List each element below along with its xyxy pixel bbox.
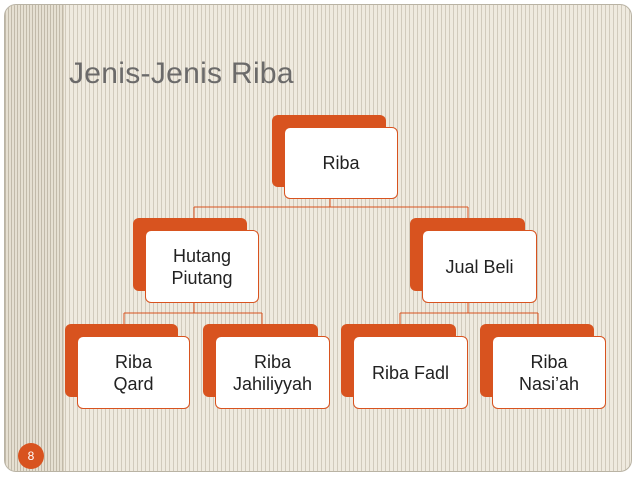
node-box: Riba Fadl	[353, 336, 468, 409]
node-label: Riba Jahiliyyah	[232, 351, 313, 394]
node-label: Riba Qard	[113, 351, 154, 394]
node-box: Riba Nasi’ah	[492, 336, 606, 409]
node-box: Jual Beli	[422, 230, 537, 303]
node-riba-fadl: Riba Fadl	[341, 324, 468, 409]
node-riba-nasiah: Riba Nasi’ah	[480, 324, 606, 409]
page-number-badge: 8	[18, 443, 44, 469]
node-label: Riba	[322, 153, 360, 173]
node-riba-root: Riba	[272, 115, 398, 199]
node-box: Riba	[284, 127, 398, 199]
node-jual-beli: Jual Beli	[410, 218, 537, 303]
node-label: Riba Nasi’ah	[518, 351, 580, 394]
node-hutang-piutang: Hutang Piutang	[133, 218, 259, 303]
node-label: Riba Fadl	[371, 362, 450, 383]
node-box: Riba Qard	[77, 336, 190, 409]
node-riba-qard: Riba Qard	[65, 324, 190, 409]
connector-lines	[123, 198, 539, 324]
left-decorative-strip	[5, 5, 64, 471]
slide-title: Jenis-Jenis Riba	[69, 57, 294, 90]
node-riba-jahiliyyah: Riba Jahiliyyah	[203, 324, 330, 409]
slide: Jenis-Jenis Riba Riba Hu	[4, 4, 632, 472]
node-box: Hutang Piutang	[145, 230, 259, 303]
node-label: Hutang Piutang	[171, 245, 233, 288]
node-box: Riba Jahiliyyah	[215, 336, 330, 409]
node-label: Jual Beli	[445, 256, 514, 277]
